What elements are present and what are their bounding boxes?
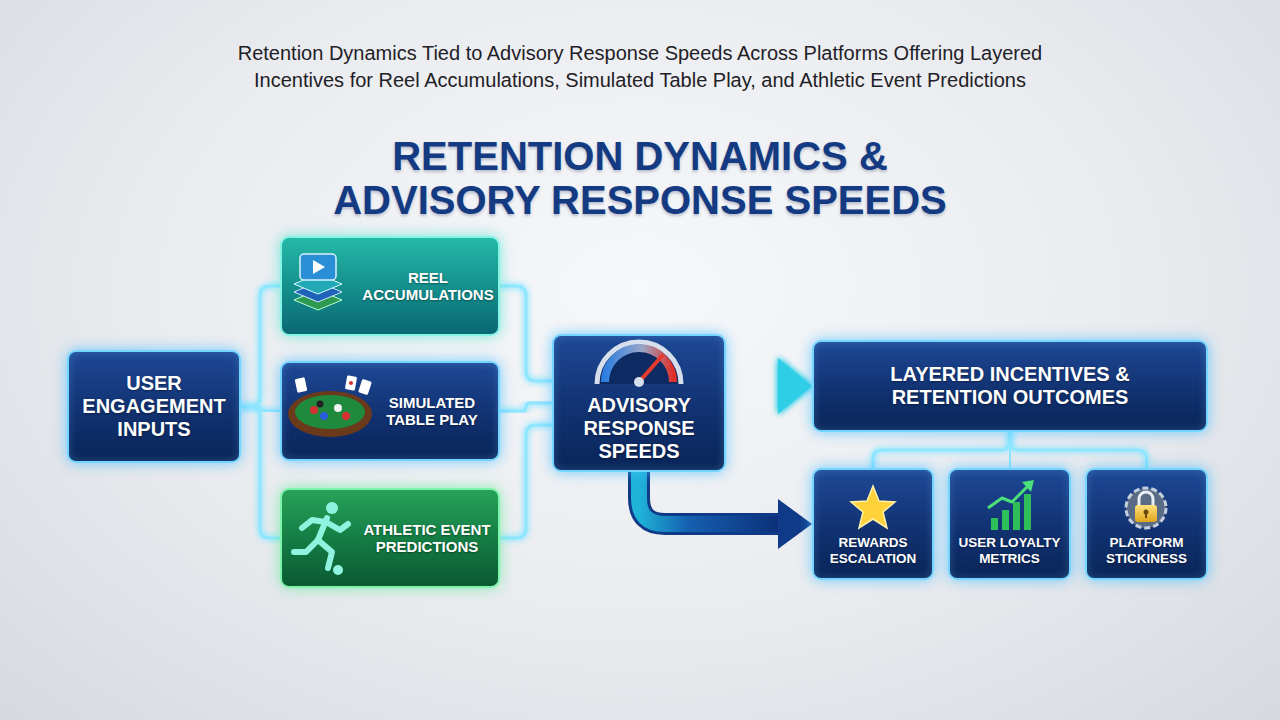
flow-arrow xyxy=(639,472,812,549)
node-label: ADVISORY RESPONSE SPEEDS xyxy=(560,394,718,463)
process-box: ADVISORY RESPONSE SPEEDS xyxy=(552,334,726,472)
node-label: ATHLETIC EVENT PREDICTIONS xyxy=(360,521,494,556)
metric-box: REWARDS ESCALATION xyxy=(812,468,934,580)
input-box: USER ENGAGEMENT INPUTS xyxy=(67,350,241,463)
arrow-head xyxy=(778,499,812,549)
connector-line xyxy=(241,407,280,539)
node-label: LAYERED INCENTIVES & RETENTION OUTCOMES xyxy=(854,363,1166,409)
connector-highlight xyxy=(639,472,780,524)
node-label: PLATFORM STICKINESS xyxy=(1090,535,1203,566)
connector-line xyxy=(500,286,552,381)
node-label: SIMULATED TABLE PLAY xyxy=(370,394,494,429)
metric-box: USER LOYALTY METRICS xyxy=(948,468,1071,580)
glow-connector xyxy=(500,403,552,411)
glow-connector xyxy=(873,432,1010,468)
connector-line xyxy=(639,472,780,524)
arrow-head xyxy=(778,358,812,414)
category-box: SIMULATED TABLE PLAY xyxy=(280,361,500,461)
node-label: USER ENGAGEMENT INPUTS xyxy=(77,372,231,441)
glow-connector xyxy=(500,425,552,538)
node-label: USER LOYALTY METRICS xyxy=(953,535,1066,566)
diagram-title: RETENTION DYNAMICS & ADVISORY RESPONSE S… xyxy=(290,134,990,222)
node-label: REWARDS ESCALATION xyxy=(817,535,929,566)
glow-connector xyxy=(241,286,280,407)
flow-arrow xyxy=(726,358,812,414)
connector-line xyxy=(241,286,280,407)
category-box: REEL ACCUMULATIONS xyxy=(280,236,500,336)
glow-connector xyxy=(500,286,552,381)
glow-connector xyxy=(241,407,280,539)
connector-line xyxy=(726,373,780,399)
caption-text: Retention Dynamics Tied to Advisory Resp… xyxy=(70,40,1210,94)
connector-line xyxy=(500,425,552,538)
connector-line xyxy=(1010,432,1147,468)
metric-box: PLATFORM STICKINESS xyxy=(1085,468,1208,580)
category-box: ATHLETIC EVENT PREDICTIONS xyxy=(280,488,500,588)
glow-connector xyxy=(1010,432,1147,468)
node-label: REEL ACCUMULATIONS xyxy=(362,269,494,304)
connector-line xyxy=(500,403,552,411)
outcome-box: LAYERED INCENTIVES & RETENTION OUTCOMES xyxy=(812,340,1208,432)
connector-line xyxy=(873,432,1010,468)
